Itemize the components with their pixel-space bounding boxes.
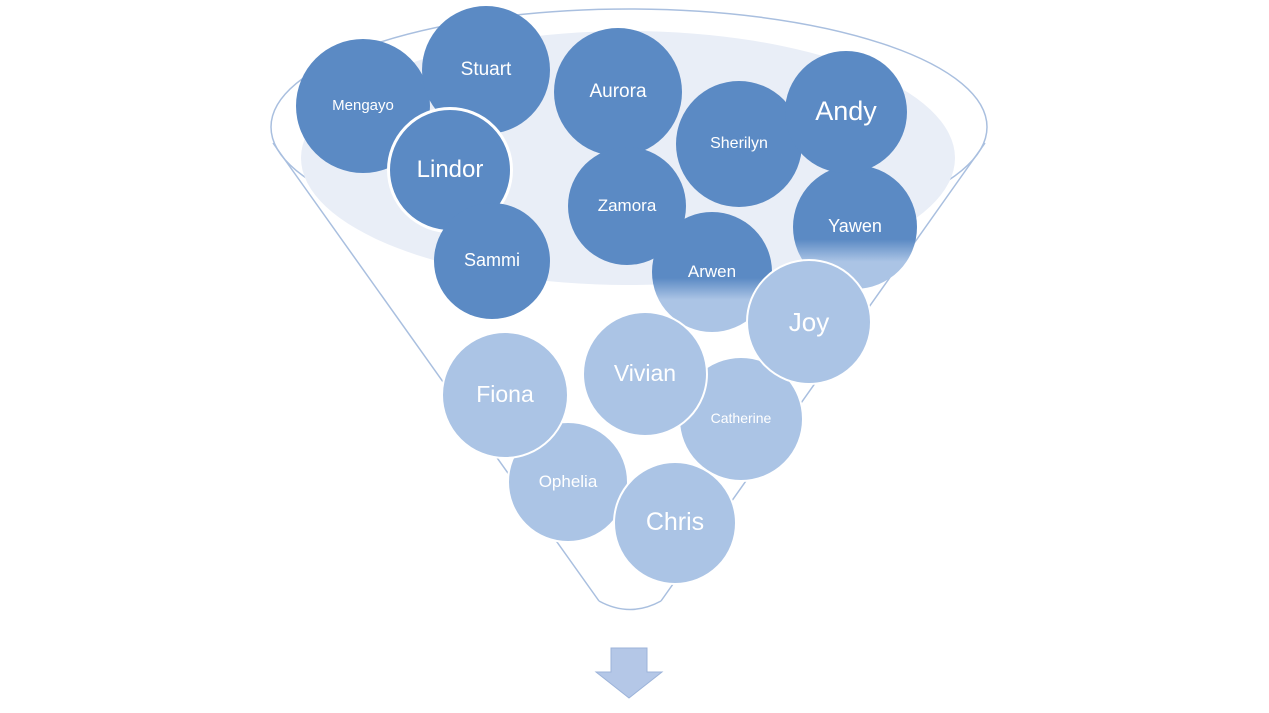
bubble-label: Mengayo bbox=[332, 96, 394, 114]
bubble-label: Fiona bbox=[476, 381, 534, 408]
bubble-label: Yawen bbox=[828, 216, 882, 237]
funnel-spout bbox=[598, 600, 662, 611]
bubble-label: Sherilyn bbox=[710, 135, 768, 153]
bubble-label: Ophelia bbox=[538, 471, 598, 491]
bubble-label: Stuart bbox=[460, 58, 512, 80]
bubble-label: Sammi bbox=[463, 250, 520, 271]
bubble-sammi: Sammi bbox=[434, 203, 550, 319]
bubble-andy: Andy bbox=[785, 51, 907, 173]
bubble-joy: Joy bbox=[746, 259, 872, 385]
down-arrow-icon bbox=[594, 647, 664, 699]
bubble-label: Zamora bbox=[597, 195, 657, 215]
bubble-label: Arwen bbox=[687, 261, 737, 281]
bubble-fiona: Fiona bbox=[441, 331, 569, 459]
bubble-chris: Chris bbox=[613, 461, 737, 585]
bubble-label: Andy bbox=[815, 96, 877, 127]
bubble-sherilyn: Sherilyn bbox=[676, 81, 802, 207]
bubble-label: Chris bbox=[645, 508, 705, 537]
bubble-vivian: Vivian bbox=[582, 311, 708, 437]
bubble-label: Vivian bbox=[613, 360, 677, 387]
bubble-aurora: Aurora bbox=[554, 28, 682, 156]
bubble-label: Lindor bbox=[416, 155, 484, 183]
bubble-label: Aurora bbox=[589, 80, 647, 102]
bubble-label: Catherine bbox=[710, 410, 772, 427]
bubble-label: Joy bbox=[788, 306, 830, 337]
